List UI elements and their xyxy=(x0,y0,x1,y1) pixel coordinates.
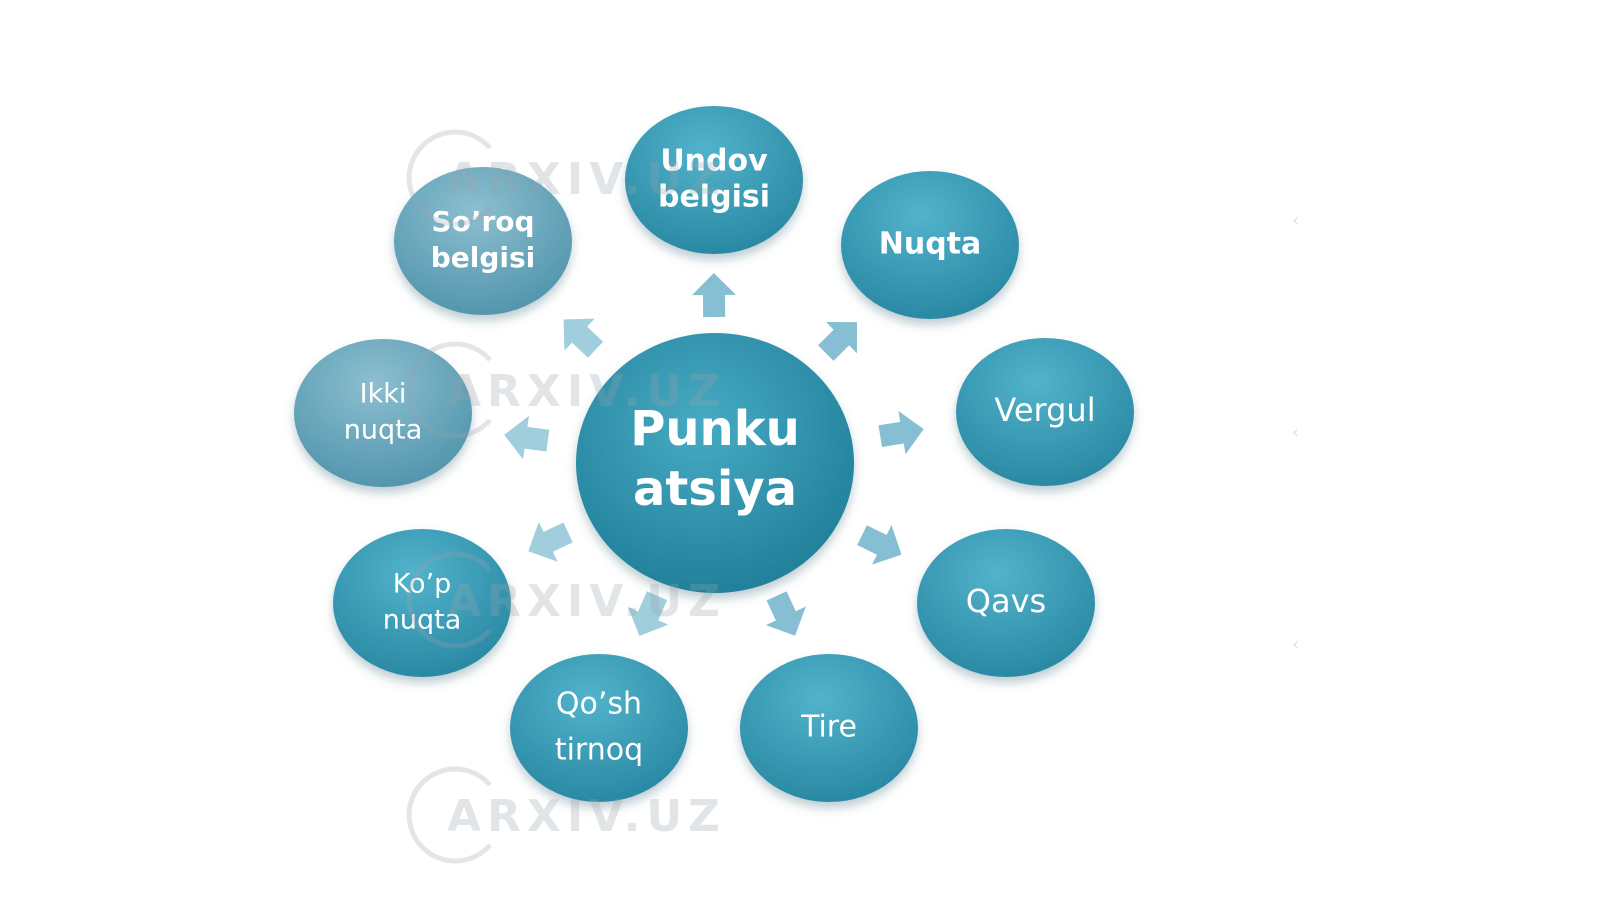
node-label-nuqta-1: Nuqta xyxy=(879,227,982,262)
connector-arrow-undov-belgisi xyxy=(691,273,736,318)
node-circle-nuqta xyxy=(841,171,1019,319)
node-qosh-tirnoq: Qo’sh tirnoq xyxy=(510,654,688,802)
watermark-layer: ARXIV.UZ ARXIV.UZ ARXIV.UZ ARXIV.UZ xyxy=(406,129,726,864)
connector-arrow-qavs xyxy=(857,525,902,565)
side-bullet-2: ‹ xyxy=(1292,422,1299,443)
node-label-qosh-tirnoq-1: Qo’sh xyxy=(556,687,642,722)
svg-text:ARXIV.UZ: ARXIV.UZ xyxy=(447,576,726,627)
node-label-undov-belgisi-1: Undov xyxy=(660,144,768,179)
node-label-tire-1: Tire xyxy=(800,710,857,745)
node-label-qavs-1: Qavs xyxy=(966,582,1046,620)
center-label-line-2: atsiya xyxy=(633,461,797,517)
nodes-layer: UndovbelgisiNuqtaVergulQavsTireQo’shtirn… xyxy=(294,106,1134,802)
svg-text:ARXIV.UZ: ARXIV.UZ xyxy=(447,154,726,205)
node-circle-ikki-nuqta xyxy=(294,339,472,487)
center-label-line-1: Punku xyxy=(630,401,800,457)
node-circle-undov-belgisi xyxy=(625,106,803,254)
node-label-undov-belgisi-2: belgisi xyxy=(658,180,770,215)
svg-text:ARXIV.UZ: ARXIV.UZ xyxy=(447,791,726,842)
side-bullet-3: ‹ xyxy=(1292,634,1299,655)
node-kop-nuqta: Ko’p nuqta xyxy=(333,529,511,677)
node-qavs: Qavs xyxy=(917,529,1095,677)
watermark-1: ARXIV.UZ xyxy=(406,129,726,227)
connector-arrow-soroq-belgisi xyxy=(563,318,604,358)
connector-arrow-nuqta xyxy=(818,321,858,361)
node-label-kop-nuqta-2: nuqta xyxy=(383,605,462,636)
node-label-soroq-belgisi-1: So’roq xyxy=(431,205,534,238)
node-label-vergul-1: Vergul xyxy=(994,391,1095,429)
watermark-4: ARXIV.UZ xyxy=(406,766,726,864)
node-circle-qavs xyxy=(917,529,1095,677)
center-circle xyxy=(576,333,854,593)
node-tire: Tire xyxy=(740,654,918,802)
node-label-ikki-nuqta-1: Ikki xyxy=(360,379,407,410)
connector-arrow-qosh-tirnoq xyxy=(628,591,669,636)
svg-text:ARXIV.UZ: ARXIV.UZ xyxy=(447,366,726,417)
arrows-layer xyxy=(504,273,924,636)
node-circle-soroq-belgisi xyxy=(394,167,572,315)
side-bullet-1: ‹ xyxy=(1292,210,1299,231)
node-circle-tire xyxy=(740,654,918,802)
node-label-kop-nuqta-1: Ko’p xyxy=(393,569,452,600)
watermark-3: ARXIV.UZ xyxy=(406,551,726,649)
node-nuqta: Nuqta xyxy=(841,171,1019,319)
center-node: Punku atsiya xyxy=(576,333,854,593)
connector-arrow-ikki-nuqta xyxy=(504,415,550,460)
node-ikki-nuqta: Ikki nuqta xyxy=(294,339,472,487)
watermark-2: ARXIV.UZ xyxy=(406,341,726,439)
connector-arrow-vergul xyxy=(878,410,924,455)
node-label-soroq-belgisi-2: belgisi xyxy=(431,241,536,274)
connector-arrow-kop-nuqta xyxy=(528,521,573,562)
node-label-ikki-nuqta-2: nuqta xyxy=(344,415,423,446)
node-circle-vergul xyxy=(956,338,1134,486)
node-circle-kop-nuqta xyxy=(333,529,511,677)
node-circle-qosh-tirnoq xyxy=(510,654,688,802)
connector-arrow-tire xyxy=(765,591,806,636)
node-label-qosh-tirnoq-2: tirnoq xyxy=(555,733,643,768)
node-vergul: Vergul xyxy=(956,338,1134,486)
